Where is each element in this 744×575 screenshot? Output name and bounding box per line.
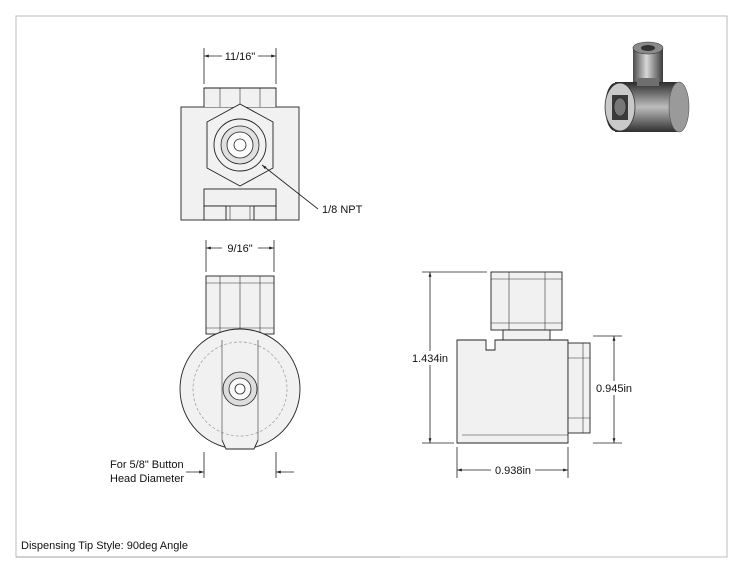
title-block-text: Dispensing Tip Style: 90deg Angle xyxy=(21,540,188,552)
thread-height-label: 0.945in xyxy=(596,383,632,395)
button-note-line2: Head Diameter xyxy=(110,473,184,485)
front-width-label: 9/16" xyxy=(227,243,252,255)
top-view xyxy=(180,87,300,221)
top-width-dimension: 11/16" xyxy=(203,48,277,84)
side-view xyxy=(456,271,591,444)
button-note-line1: For 5/8" Button xyxy=(110,459,184,471)
thread-height-dimension: 0.945in xyxy=(593,335,634,444)
side-height-dimension: 1.434in xyxy=(410,271,487,444)
isometric-render xyxy=(604,41,690,133)
thread-callout: 1/8 NPT xyxy=(261,164,363,216)
thread-callout-label: 1/8 NPT xyxy=(322,204,363,216)
side-length-label: 0.938in xyxy=(495,465,531,477)
side-length-dimension: 0.938in xyxy=(456,447,569,478)
front-width-dimension: 9/16" xyxy=(205,240,275,272)
top-width-label: 11/16" xyxy=(225,51,256,63)
side-height-label: 1.434in xyxy=(412,353,448,365)
button-head-dimension: For 5/8" Button Head Diameter xyxy=(110,452,294,485)
front-view xyxy=(179,275,301,450)
